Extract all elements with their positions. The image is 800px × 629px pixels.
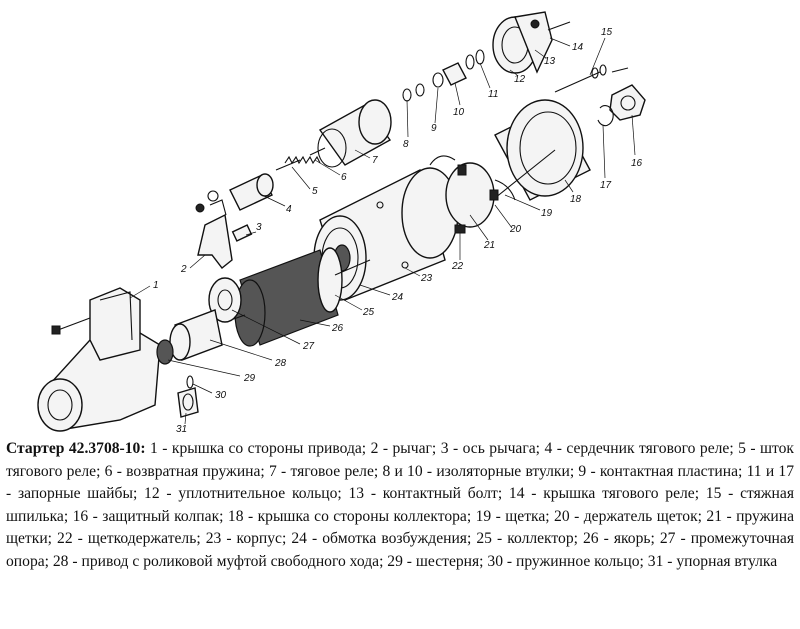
callout-24: 24 — [391, 292, 404, 303]
relay-core — [229, 173, 274, 211]
callout-2: 2 — [180, 264, 187, 275]
spring-ring — [186, 375, 194, 389]
clutch-drive — [169, 309, 223, 361]
small-washers — [402, 49, 485, 102]
callout-28: 28 — [274, 358, 287, 369]
tie-rod — [554, 64, 629, 93]
commutator-end-cover — [479, 99, 591, 211]
return-spring — [284, 155, 321, 165]
callout-27: 27 — [302, 341, 315, 352]
thrust-bushing — [177, 387, 199, 418]
callout-25: 25 — [362, 307, 375, 318]
traction-relay — [309, 99, 392, 168]
callout-15: 15 — [601, 27, 613, 38]
caption-title: Стартер 42.3708-10: — [6, 440, 146, 457]
callout-26: 26 — [331, 323, 344, 334]
callout-30: 30 — [215, 390, 227, 401]
callout-13: 13 — [544, 56, 556, 67]
callout-3: 3 — [256, 222, 262, 233]
brush-holder — [429, 155, 516, 234]
callout-8: 8 — [403, 139, 409, 150]
drive-end-cover — [37, 287, 161, 432]
callout-12: 12 — [514, 74, 526, 85]
callout-1: 1 — [153, 280, 159, 291]
callout-17: 17 — [600, 180, 612, 191]
callout-11: 11 — [488, 89, 498, 100]
callout-31: 31 — [176, 424, 187, 432]
relay-stem — [275, 159, 301, 171]
bolt-left — [51, 317, 91, 335]
protective-cap — [609, 84, 646, 121]
callout-6: 6 — [341, 172, 347, 183]
callout-9: 9 — [431, 123, 437, 134]
relay-cover — [492, 11, 571, 74]
lever — [195, 190, 233, 269]
pinion-gear — [156, 339, 174, 365]
lever-axis — [231, 224, 253, 242]
figure-caption: Стартер 42.3708-10: 1 - крышка со сторон… — [6, 438, 794, 574]
callout-4: 4 — [286, 204, 292, 215]
callout-19: 19 — [541, 208, 553, 219]
callout-14: 14 — [572, 42, 584, 53]
intermediate-support — [208, 277, 242, 323]
leader-lines — [129, 37, 636, 425]
callout-20: 20 — [509, 224, 522, 235]
callout-7: 7 — [372, 155, 378, 166]
callout-labels: 1 2 3 4 5 6 7 8 9 10 11 12 13 14 15 16 1… — [153, 27, 643, 432]
caption-text: 1 - крышка со стороны привода; 2 - рычаг… — [6, 440, 795, 570]
callout-18: 18 — [570, 194, 582, 205]
callout-23: 23 — [420, 273, 433, 284]
callout-10: 10 — [453, 107, 465, 118]
starter-exploded-diagram: 1 2 3 4 5 6 7 8 9 10 11 12 13 14 15 16 1… — [37, 11, 646, 432]
callout-22: 22 — [451, 261, 464, 272]
callout-5: 5 — [312, 186, 318, 197]
lock-washer-17 — [597, 105, 614, 127]
callout-21: 21 — [483, 240, 495, 251]
armature — [224, 247, 371, 347]
callout-16: 16 — [631, 158, 643, 169]
callout-29: 29 — [243, 373, 256, 384]
